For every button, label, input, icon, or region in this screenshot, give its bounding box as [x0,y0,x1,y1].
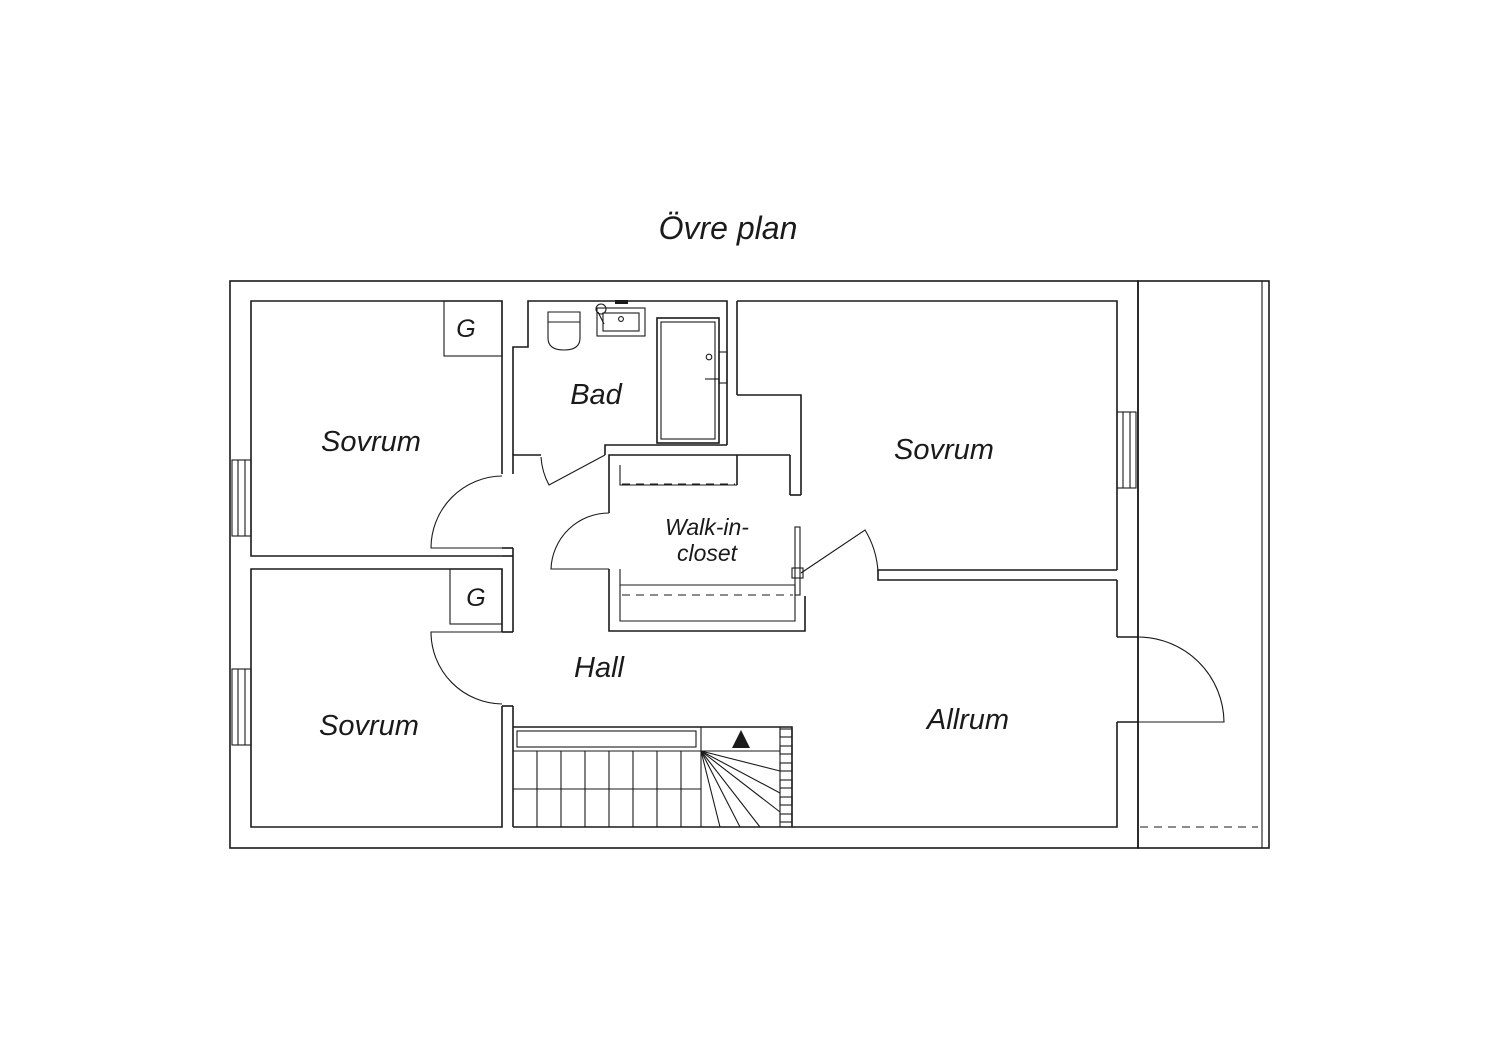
door-balcony [1137,636,1225,723]
bathtub-icon [656,317,728,444]
plan-title: Övre plan [659,210,798,246]
room-label-walk-in-closet-line1: Walk-in- [665,514,749,540]
closet-top [443,300,503,357]
toilet-icon [547,311,581,351]
bathroom: Bad [512,300,738,486]
closet-bottom-label: G [466,584,485,612]
door-bedroom-top-right [800,529,879,574]
room-label-bedroom-top-left: Sovrum [321,426,421,458]
stair-direction-arrow-icon [732,730,750,748]
door-bedroom-bottom-left [430,631,503,705]
bedroom-top-right: Sovrum [737,300,1137,596]
walk-in-closet: Walk-in- closet [550,394,806,632]
room-label-bedroom-top-right: Sovrum [894,434,994,466]
staircase [513,726,793,828]
bedroom-bottom-left: G Sovrum [231,568,514,828]
closet-bottom [449,568,503,625]
bedroom-top-left: G Sovrum [231,300,503,557]
room-label-bathroom: Bad [570,379,622,411]
door-walk-in-closet [550,512,610,570]
outer-walls [229,280,1270,849]
hall-left-walls [430,475,514,632]
room-label-hall: Hall [574,652,626,684]
sink-icon [595,300,646,337]
door-bedroom-top-left [430,475,503,549]
room-label-family-room: Allrum [925,704,1009,736]
room-label-walk-in-closet-line2: closet [677,540,739,566]
family-room: Allrum [792,580,1225,828]
closet-top-label: G [456,315,475,343]
door-bathroom [540,454,606,486]
room-label-bedroom-bottom-left: Sovrum [319,710,419,742]
